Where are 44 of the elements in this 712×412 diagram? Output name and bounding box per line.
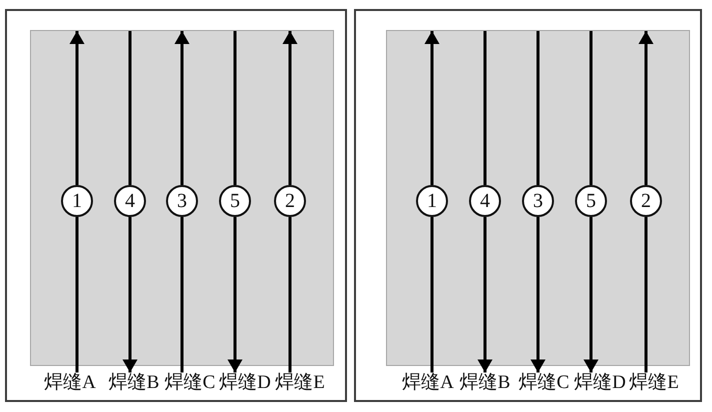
panel-frame	[354, 9, 702, 402]
weld-label: 焊缝C	[164, 372, 216, 392]
arrow	[424, 31, 440, 185]
weld-label: 焊缝B	[460, 372, 510, 392]
weld-label: 焊缝E	[629, 372, 679, 392]
numbered-circle: 2	[274, 185, 306, 217]
arrow	[228, 217, 242, 372]
numbered-circle: 4	[469, 185, 501, 217]
numbered-circle: 3	[166, 185, 198, 217]
weld-label: 焊缝E	[275, 372, 325, 392]
arrow	[478, 217, 492, 372]
arrow	[70, 31, 84, 185]
plate	[30, 30, 334, 366]
connector-line	[76, 217, 78, 372]
connector-line	[288, 217, 292, 372]
weld-label: 焊缝A	[402, 372, 454, 392]
arrow	[584, 217, 598, 372]
weld-label: 焊缝A	[44, 372, 96, 392]
numbered-circle: 5	[575, 185, 607, 217]
arrow	[122, 217, 138, 372]
arrow	[530, 217, 546, 372]
connector-line	[484, 31, 486, 185]
connector-line	[128, 31, 132, 185]
arrow	[174, 31, 190, 185]
weld-label: 焊缝D	[219, 372, 271, 392]
numbered-circle: 4	[114, 185, 146, 217]
panel-frame	[5, 9, 347, 402]
weld-label: 焊缝C	[518, 372, 570, 392]
arrow	[282, 31, 298, 185]
connector-line	[234, 31, 236, 185]
weld-label: 焊缝B	[108, 372, 160, 392]
arrow	[638, 31, 654, 185]
numbered-circle: 2	[630, 185, 662, 217]
numbered-circle: 3	[522, 185, 554, 217]
numbered-circle: 1	[61, 185, 93, 217]
connector-line	[536, 31, 540, 185]
weld-label: 焊缝D	[574, 372, 626, 392]
connector-line	[644, 217, 648, 372]
connector-line	[430, 217, 434, 372]
plate	[386, 30, 690, 366]
numbered-circle: 1	[416, 185, 448, 217]
connector-line	[180, 217, 184, 372]
connector-line	[590, 31, 592, 185]
numbered-circle: 5	[219, 185, 251, 217]
